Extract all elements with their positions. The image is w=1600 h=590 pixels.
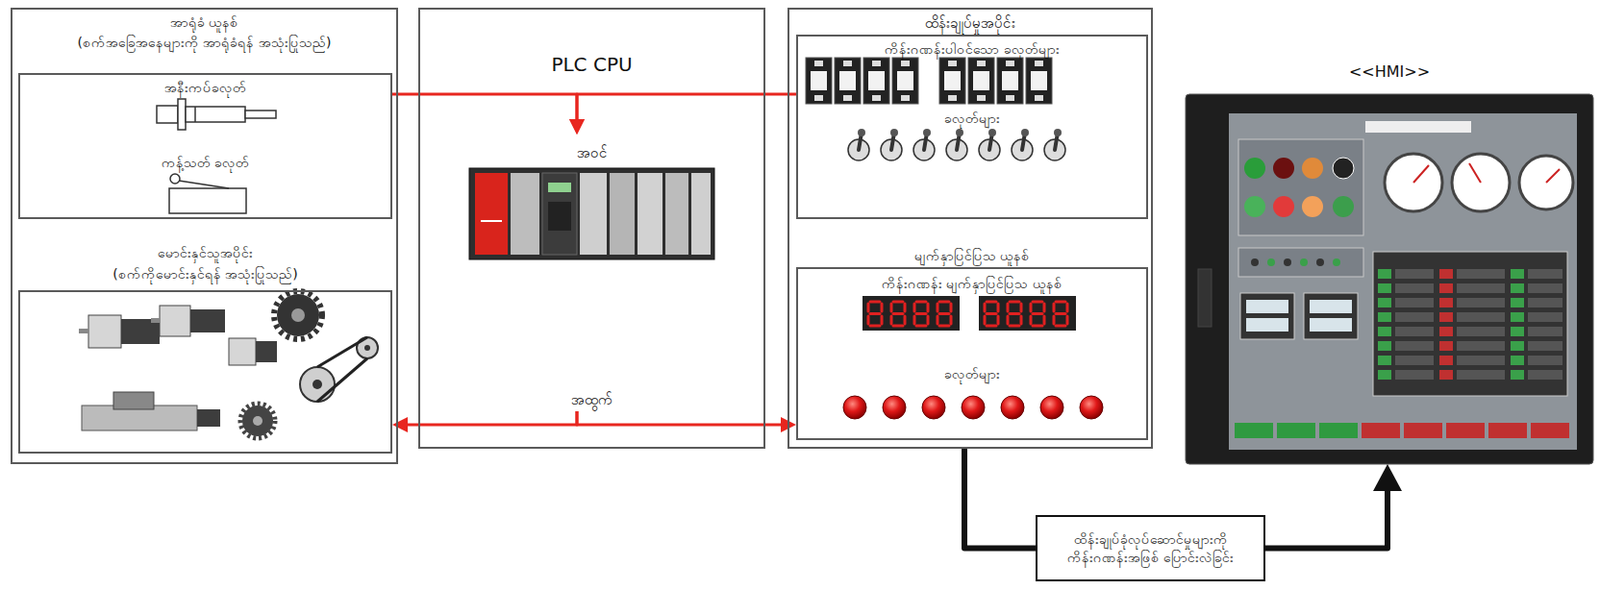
node-text: အဝင်	[420, 143, 764, 163]
node-text: (စက်ကိုမောင်းနှင်ရန် အသုံးပြုသည်)	[20, 265, 391, 284]
connector	[1265, 464, 1402, 550]
panel-frame: အာရုံခံ ယူနစ်(စက်အခြေအနေများကို အာရုံခံရ…	[10, 7, 399, 465]
display-box: မျက်နှာပြင်ပြသ ယူနစ်ကိန်းဂဏန်း မျက်နှာပြ…	[796, 267, 1149, 441]
limit-switch	[169, 174, 247, 214]
hmi-screen	[1185, 94, 1594, 465]
node-text: ကန့်သတ် ခလုတ်	[20, 153, 391, 173]
drive-box: မောင်းနှင်သူအပိုင်း(စက်ကိုမောင်းနှင်ရန် …	[18, 290, 393, 454]
node-text: အထွက်	[420, 390, 764, 410]
node-label: ကိန်းဂဏန်းပါဝင်သော ခလုတ်များ	[798, 40, 1147, 59]
node-label: PLC CPU	[420, 51, 764, 78]
connector	[964, 449, 1036, 550]
plc-rack	[469, 168, 715, 260]
node-label: ထိန်းချုပ်မှုအပိုင်း	[789, 13, 1151, 33]
node-label: ထိန်းချုပ်ခုံလုပ်ဆောင်မှုများကို ကိန်းဂဏ…	[1047, 530, 1254, 568]
toggle-switches	[848, 128, 1066, 161]
arrow-head	[569, 119, 585, 135]
switch-box: ကိန်းဂဏန်းပါဝင်သော ခလုတ်များခလုတ်များ	[796, 34, 1149, 220]
node-label: မောင်းနှင်သူအပိုင်း	[20, 244, 391, 263]
arrow-head	[392, 417, 408, 433]
node-label: အာရုံခံ ယူနစ်	[12, 13, 397, 32]
connector-line	[406, 411, 577, 425]
indicator-lamps	[843, 396, 1103, 420]
node-label: မျက်နှာပြင်ပြသ ယူနစ်	[798, 247, 1147, 266]
arrow-head	[569, 119, 585, 135]
connector-line	[1265, 490, 1388, 550]
node-text: (စက်အခြေအနေများကို အာရုံခံရန် အသုံးပြုသည…	[12, 33, 397, 52]
drive-devices	[78, 291, 378, 439]
sensor-box: အနီးကပ်ခလုတ်ကန့်သတ် ခလုတ်	[18, 73, 393, 220]
connector	[392, 94, 585, 135]
connector-line	[964, 449, 1036, 550]
node-label: <<HMI>>	[1185, 61, 1594, 83]
arrow-head	[1373, 464, 1402, 492]
connector	[576, 411, 797, 433]
node-text: ခလုတ်များ	[798, 365, 1147, 384]
plc-box: PLC CPU အဝင်အထွက်	[418, 7, 766, 450]
connector-line	[576, 411, 782, 425]
node-label: အနီးကပ်ခလုတ်	[20, 78, 391, 98]
control-panel: ထိန်းချုပ်မှုအပိုင်းကိန်းဂဏန်းပါဝင်သော ခ…	[787, 7, 1153, 450]
proximity-switch	[156, 99, 276, 130]
connector	[569, 94, 797, 135]
node-text: ခလုတ်များ	[798, 109, 1147, 128]
seven-segment-displays	[862, 296, 1076, 331]
conversion-box: ထိန်းချုပ်ခုံလုပ်ဆောင်မှုများကို ကိန်းဂဏ…	[1035, 515, 1266, 582]
connector-line	[576, 94, 797, 121]
node-text: ကိန်းဂဏန်း မျက်နှာပြင်ပြသ ယူနစ်	[798, 275, 1147, 294]
digital-switches	[805, 57, 1052, 104]
hmi-box: <<HMI>>	[1185, 94, 1594, 465]
